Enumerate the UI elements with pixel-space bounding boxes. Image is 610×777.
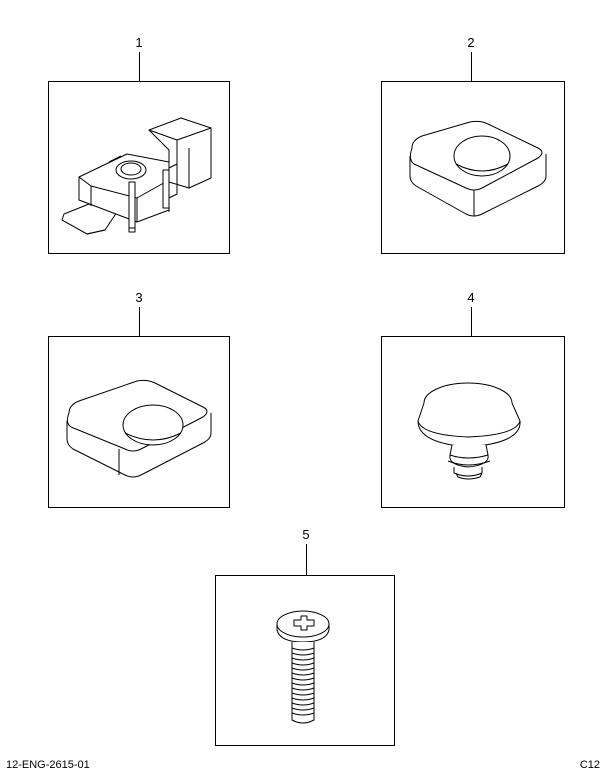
page-code: C12 xyxy=(579,759,600,771)
drawing-id: 12-ENG-2615-01 xyxy=(6,759,90,771)
callout-3: 3 xyxy=(135,290,143,305)
callout-4: 4 xyxy=(467,290,475,305)
part-5-frame[interactable] xyxy=(215,575,395,746)
leader-line-1 xyxy=(139,52,140,81)
part-2-frame[interactable] xyxy=(381,81,565,254)
rectangular-grommet-illustration xyxy=(409,120,547,217)
part-4-frame[interactable] xyxy=(381,336,565,508)
part-1-frame[interactable] xyxy=(48,81,230,254)
callout-2: 2 xyxy=(467,35,475,50)
leader-line-5 xyxy=(306,544,307,575)
sensor-housing-illustration xyxy=(61,117,212,235)
leader-line-3 xyxy=(139,307,140,336)
rectangular-grommet-illustration xyxy=(66,379,212,478)
callout-5: 5 xyxy=(302,527,310,542)
part-3-frame[interactable] xyxy=(48,336,230,508)
leader-line-2 xyxy=(471,52,472,81)
callout-1: 1 xyxy=(135,35,143,50)
phillips-pan-head-screw-illustration xyxy=(276,610,330,724)
leader-line-4 xyxy=(471,307,472,336)
mushroom-plug-illustration xyxy=(417,382,521,480)
